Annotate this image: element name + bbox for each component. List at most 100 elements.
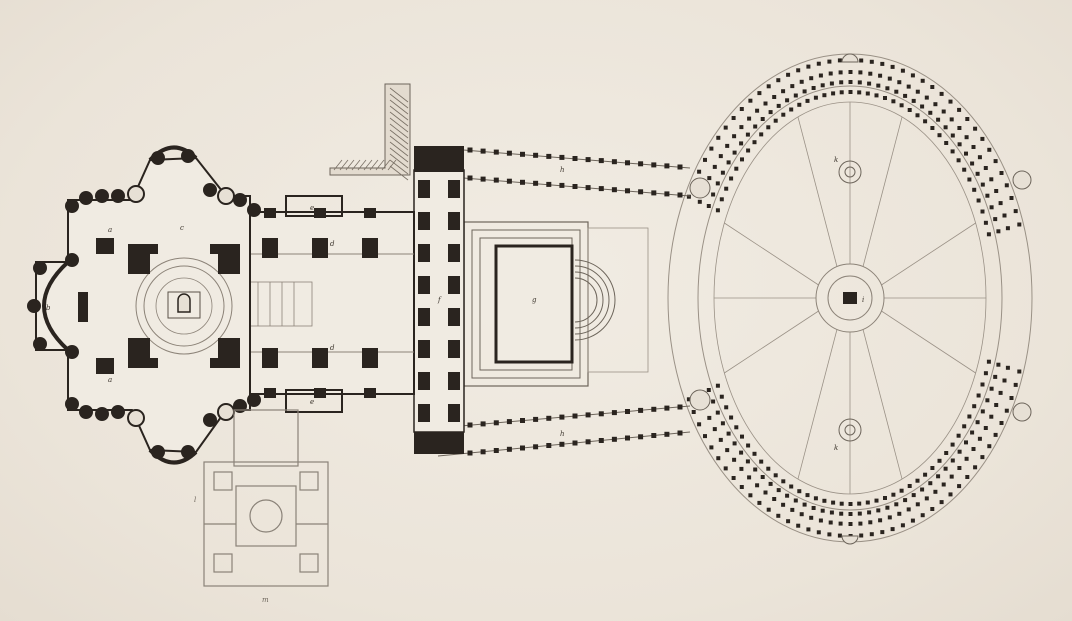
colonnade-column (939, 500, 944, 505)
colonnade-column (949, 474, 954, 479)
colonnade-column (711, 399, 716, 404)
colonnade-column (712, 164, 717, 169)
colonnade-column (857, 80, 862, 85)
colonnade-column (989, 177, 994, 182)
colonnade-column (923, 472, 928, 477)
colonnade-column (746, 148, 751, 153)
colonnade-column (797, 102, 802, 107)
colonnade-column (867, 510, 872, 515)
colonnade-column (838, 521, 843, 526)
colonnade-column (948, 492, 953, 497)
colonnade-column (731, 116, 736, 120)
gallery-column (651, 406, 657, 412)
colonnade-column (715, 208, 720, 213)
portico-pier (418, 276, 430, 294)
colonnade-column (781, 112, 786, 117)
nave (221, 195, 415, 413)
side-chapel-south (285, 389, 343, 413)
colonnade-column (930, 466, 935, 470)
gallery-column (520, 151, 525, 157)
colonnade-column (890, 527, 895, 532)
colonnade-column (816, 530, 821, 535)
gallery-column (585, 185, 591, 191)
colonnade-column (939, 91, 944, 96)
wall-mass (233, 399, 247, 413)
gallery-column (664, 163, 670, 169)
colonnade-column (928, 110, 933, 115)
colonnade-column (716, 456, 721, 461)
gallery-column (533, 444, 539, 450)
hatch-line (369, 159, 379, 171)
colonnade-column (985, 398, 990, 403)
gallery-column (467, 147, 473, 153)
gallery-column (506, 446, 512, 452)
colonnade-column (903, 498, 908, 503)
colonnade-column (973, 126, 978, 131)
colonnade-column (719, 197, 724, 202)
wall-mass (203, 413, 217, 427)
gallery-column (585, 439, 591, 445)
colonnade-column (822, 498, 827, 503)
hatch-line (363, 159, 373, 171)
colonnade-column (848, 80, 853, 84)
colonnade-column (972, 187, 977, 192)
colonnade-column (753, 124, 758, 129)
colonnade-column (1004, 183, 1009, 188)
colonnade-column (732, 134, 737, 139)
colonnade-column (983, 426, 988, 430)
colonnade-column (894, 502, 899, 507)
gallery-column (546, 153, 552, 159)
gallery-column (520, 179, 525, 185)
colonnade-column (757, 500, 762, 505)
colonnade-column (773, 118, 778, 123)
colonnade-column (691, 410, 696, 414)
wall-mass (27, 299, 41, 313)
colonnade-pavilions (689, 53, 1032, 545)
wall-mass (65, 253, 79, 267)
colonnade-column (753, 467, 758, 472)
wall-mass (111, 405, 125, 419)
colonnade-column (868, 520, 873, 525)
gallery-column (572, 156, 578, 161)
gallery-column (664, 431, 670, 437)
piazza (667, 53, 1033, 545)
colonnade-column (998, 390, 1003, 395)
colonnade-column (880, 530, 885, 535)
hatch-line (389, 135, 409, 151)
entrance-steps (574, 259, 616, 341)
colonnade-column (837, 533, 842, 538)
colonnade-column (972, 404, 977, 409)
gallery-column (638, 161, 644, 167)
colonnade-column (776, 513, 781, 518)
colonnade-column (772, 497, 777, 501)
colonnade-column (829, 81, 834, 86)
colonnade-column (781, 502, 786, 507)
colonnade-column (976, 198, 981, 203)
nave-pier (264, 388, 276, 398)
wall-mass (65, 345, 79, 359)
colonnade-column (820, 83, 825, 88)
colonnade-column (950, 458, 955, 463)
colonnade-column (999, 171, 1004, 175)
colonnade-column (747, 475, 752, 480)
colonnade-column (949, 117, 954, 122)
colonnade-column (996, 229, 1001, 234)
colonnade-column (748, 98, 753, 103)
colonnade-column (933, 102, 938, 107)
colonnade-column (760, 475, 765, 479)
colonnade-column (776, 78, 781, 83)
portico-pier (448, 244, 460, 262)
colonnade-column (899, 103, 904, 108)
gallery-column (651, 433, 657, 438)
colonnade-column (907, 484, 912, 488)
colonnade-column (987, 444, 992, 449)
colonnade-column (998, 201, 1003, 206)
gallery-column (467, 422, 473, 428)
gallery-column (625, 409, 630, 414)
gallery-column (506, 150, 512, 156)
colonnade-column (957, 449, 962, 454)
colonnade-column (891, 492, 896, 497)
colonnade-column (936, 117, 941, 122)
gallery-column (651, 190, 657, 196)
colonnade-column (956, 433, 961, 438)
